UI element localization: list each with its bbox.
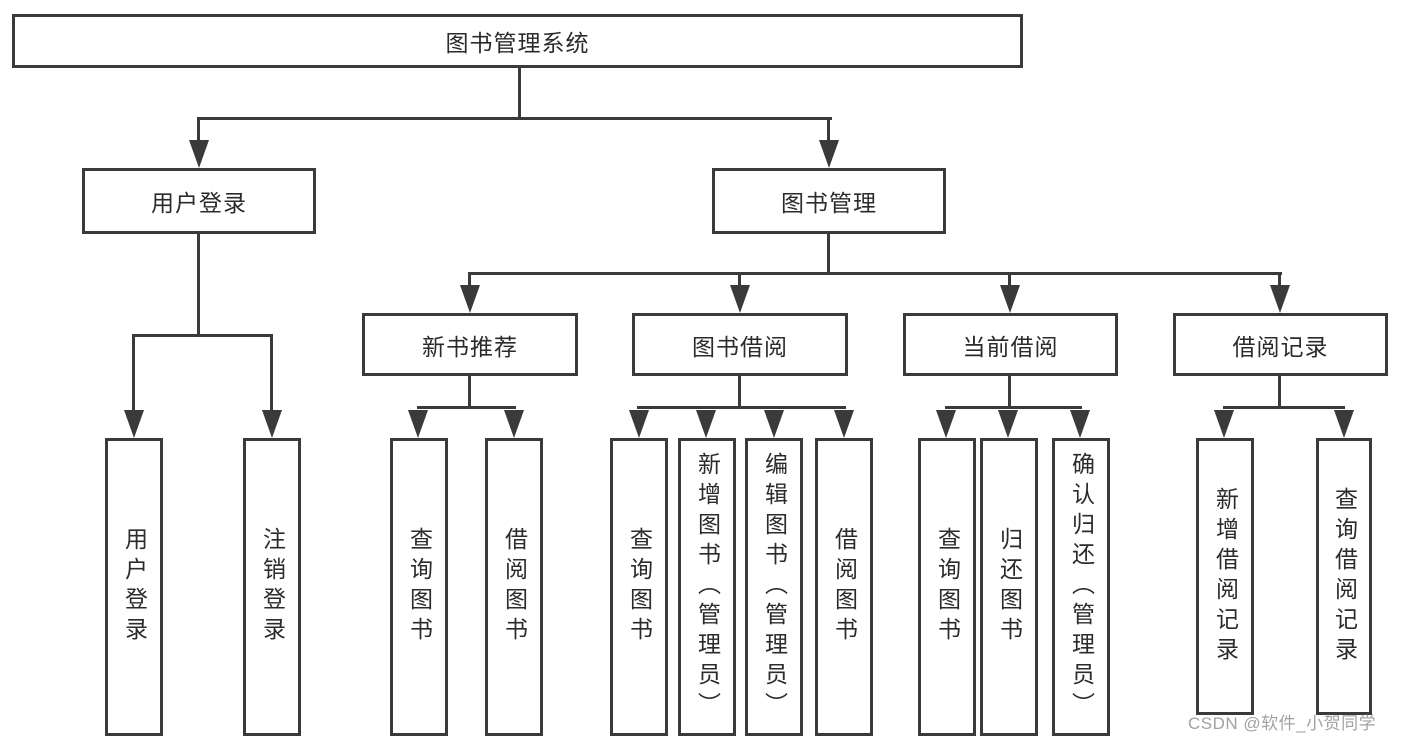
leaf-user-login: 用户登录 [105,438,163,736]
node-label: 借阅图书 [831,527,858,647]
node-label: 查询图书 [934,527,961,647]
node-user-login: 用户登录 [82,168,316,234]
arrow-down-icon [124,410,144,438]
connector-line [1008,375,1011,408]
node-label: 借阅图书 [501,527,528,647]
node-label: 查询借阅记录 [1331,486,1358,667]
leaf-query-books-borrowing: 查询图书 [610,438,668,736]
arrow-down-icon [819,140,839,168]
arrow-down-icon [460,285,480,313]
connector-line [738,272,741,286]
leaf-return-book: 归还图书 [980,438,1038,736]
arrow-down-icon [262,410,282,438]
connector-line [197,117,832,120]
node-label: 编辑图书（管理员） [761,452,788,722]
leaf-borrow-books-borrowing: 借阅图书 [815,438,873,736]
node-label: 图书借阅 [692,333,788,360]
connector-line [827,233,830,275]
csdn-watermark: CSDN @软件_小贺同学 [1188,714,1377,733]
leaf-query-borrow-record: 查询借阅记录 [1316,438,1372,715]
connector-line [637,406,846,409]
node-label: 新书推荐 [422,333,518,360]
connector-line [468,375,471,408]
node-label: 用户登录 [151,190,247,216]
leaf-edit-book-admin: 编辑图书（管理员） [745,438,803,736]
node-book-borrowing: 图书借阅 [632,313,848,376]
node-label: 图书管理系统 [445,30,590,56]
node-label: 确认归还（管理员） [1068,452,1095,722]
leaf-confirm-return-admin: 确认归还（管理员） [1052,438,1110,736]
node-label: 查询图书 [626,527,653,647]
node-borrowing-records: 借阅记录 [1173,313,1388,376]
leaf-add-book-admin: 新增图书（管理员） [678,438,736,736]
node-label: 查询图书 [406,527,433,647]
node-label: 图书管理 [781,190,877,216]
connector-line [468,272,1282,275]
arrow-down-icon [1070,410,1090,438]
node-label: 注销登录 [259,527,286,647]
connector-line [1278,375,1281,408]
arrow-down-icon [1000,285,1020,313]
node-label: 借阅记录 [1232,333,1329,360]
arrow-down-icon [1334,410,1354,438]
node-label: 新增借阅记录 [1212,486,1239,667]
node-new-book-recommend: 新书推荐 [362,313,578,376]
connector-line [738,375,741,408]
connector-line [468,272,471,286]
connector-line [270,334,273,412]
connector-line [197,117,200,143]
node-book-management: 图书管理 [712,168,946,234]
connector-line [945,406,1082,409]
connector-line [417,406,516,409]
node-label: 归还图书 [996,527,1023,647]
arrow-down-icon [1270,285,1290,313]
leaf-query-books-recommend: 查询图书 [390,438,448,736]
connector-line [1223,406,1345,409]
leaf-logout: 注销登录 [243,438,301,736]
connector-line [518,67,521,118]
arrow-down-icon [998,410,1018,438]
node-root-system: 图书管理系统 [12,14,1023,68]
arrow-down-icon [730,285,750,313]
arrow-down-icon [696,410,716,438]
connector-line [827,117,830,143]
arrow-down-icon [504,410,524,438]
node-label: 新增图书（管理员） [694,452,721,722]
connector-line [1278,272,1281,286]
connector-line [1008,272,1011,286]
leaf-query-books-current: 查询图书 [918,438,976,736]
arrow-down-icon [764,410,784,438]
leaf-add-borrow-record: 新增借阅记录 [1196,438,1254,715]
leaf-borrow-books-recommend: 借阅图书 [485,438,543,736]
node-label: 用户登录 [121,527,148,647]
connector-line [132,334,273,337]
arrow-down-icon [629,410,649,438]
arrow-down-icon [834,410,854,438]
connector-line [197,233,200,336]
node-current-borrowing: 当前借阅 [903,313,1118,376]
connector-line [132,334,135,412]
arrow-down-icon [1214,410,1234,438]
arrow-down-icon [189,140,209,168]
arrow-down-icon [936,410,956,438]
node-label: 当前借阅 [962,333,1059,360]
arrow-down-icon [408,410,428,438]
